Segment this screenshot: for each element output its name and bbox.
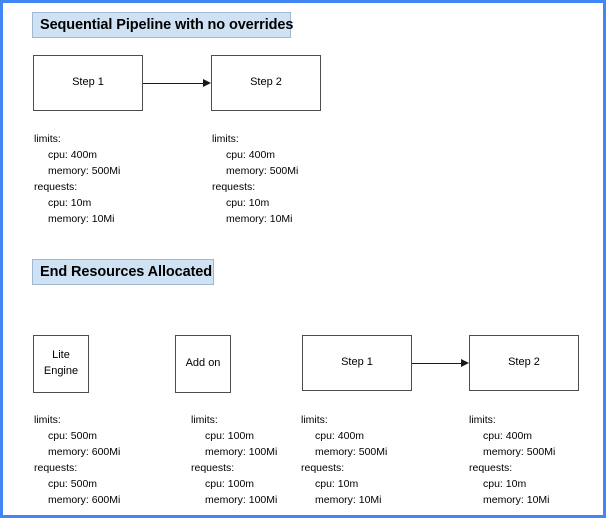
spec-limits-cpu: cpu: 400m [48,148,98,161]
arrow-head-icon [461,359,469,367]
node-label-line-2: Engine [43,365,79,377]
spec-requests-memory: memory: 10Mi [315,493,382,506]
spec-limits-key: limits: [34,414,61,426]
spec-limits-memory: memory: 600Mi [48,445,121,458]
spec-requests-key: requests: [212,180,256,193]
spec-limits-memory: memory: 500Mi [315,445,388,458]
spec-limits-key: limits: [34,133,61,145]
node-add-on[interactable]: Add on [175,335,231,393]
spec-requests-cpu: cpu: 10m [483,477,527,490]
spec-limits-cpu: cpu: 500m [48,429,98,442]
spec-block-lite-engine: limits: cpu: 500m memory: 600Mi requests… [34,413,120,509]
spec-block-add-on: limits: cpu: 100m memory: 100Mi requests… [191,413,277,509]
spec-limits-cpu: cpu: 400m [226,148,276,161]
spec-limits-cpu: cpu: 400m [483,429,533,442]
spec-requests-memory: memory: 10Mi [48,212,115,225]
spec-limits-cpu: cpu: 100m [205,429,255,442]
spec-requests-memory: memory: 100Mi [205,493,278,506]
section-header-sequential-pipeline: Sequential Pipeline with no overrides [32,12,294,38]
spec-requests-key: requests: [34,461,78,474]
spec-block-step2-end-resources: limits: cpu: 400m memory: 500Mi requests… [469,413,555,509]
spec-requests-cpu: cpu: 100m [205,477,255,490]
node-label-line-1: Lite [52,349,70,362]
spec-requests-cpu: cpu: 10m [315,477,359,490]
arrow-shaft [143,83,205,84]
node-lite-engine[interactable]: Lite Engine [33,335,89,393]
node-label: Step 2 [250,76,282,89]
spec-requests-cpu: cpu: 10m [48,196,92,209]
node-step-1-end-resources[interactable]: Step 1 [302,335,412,391]
spec-limits-key: limits: [212,133,239,145]
spec-requests-cpu: cpu: 10m [226,196,270,209]
spec-block-step1-end-resources: limits: cpu: 400m memory: 500Mi requests… [301,413,387,509]
arrow-head-icon [203,79,211,87]
spec-limits-key: limits: [469,414,496,426]
spec-limits-memory: memory: 500Mi [483,445,556,458]
spec-requests-memory: memory: 10Mi [226,212,293,225]
arrow-step1-to-step2-sequential [143,77,211,89]
spec-requests-key: requests: [191,461,235,474]
node-step-2-end-resources[interactable]: Step 2 [469,335,579,391]
spec-block-step2-sequential: limits: cpu: 400m memory: 500Mi requests… [212,132,298,228]
section-header-label: End Resources Allocated [40,264,213,280]
spec-limits-key: limits: [191,414,218,426]
section-header-label: Sequential Pipeline with no overrides [40,17,294,33]
node-label: Step 1 [341,356,373,369]
section-header-end-resources-allocated: End Resources Allocated [32,259,214,285]
spec-requests-key: requests: [469,461,513,474]
spec-requests-memory: memory: 10Mi [483,493,550,506]
spec-limits-memory: memory: 500Mi [48,164,121,177]
spec-limits-key: limits: [301,414,328,426]
spec-requests-key: requests: [301,461,345,474]
node-label: Step 1 [72,76,104,89]
arrow-step1-to-step2-end-resources [412,357,469,369]
node-label: Step 2 [508,356,540,369]
node-step-2-sequential[interactable]: Step 2 [211,55,321,111]
spec-limits-memory: memory: 100Mi [205,445,278,458]
spec-requests-key: requests: [34,180,78,193]
spec-requests-memory: memory: 600Mi [48,493,121,506]
spec-requests-cpu: cpu: 500m [48,477,98,490]
spec-block-step1-sequential: limits: cpu: 400m memory: 500Mi requests… [34,132,120,228]
spec-limits-memory: memory: 500Mi [226,164,299,177]
node-label: Add on [185,357,221,370]
arrow-shaft [412,363,463,364]
spec-limits-cpu: cpu: 400m [315,429,365,442]
node-step-1-sequential[interactable]: Step 1 [33,55,143,111]
